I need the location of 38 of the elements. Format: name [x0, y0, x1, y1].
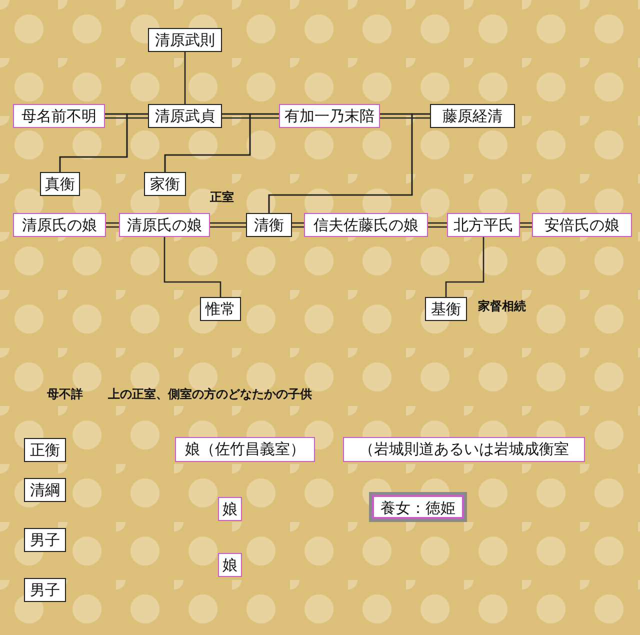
name-box: 基衡 [425, 297, 467, 321]
name-box: 家衡 [144, 172, 186, 196]
name-box: 有加一乃末陪 [279, 104, 380, 128]
note-text: 上の正室、側室の方のどなたかの子供 [108, 386, 312, 403]
note-text: 母不詳 [47, 386, 83, 403]
name-box: 娘（佐竹昌義室） [175, 437, 315, 462]
name-box: 養女：徳姫 [372, 495, 464, 519]
note-text: 正室 [210, 189, 234, 206]
name-box: 男子 [24, 528, 66, 552]
marriage-line [427, 222, 448, 228]
name-box: 清原氏の娘 [119, 213, 210, 237]
name-box: （岩城則道あるいは岩城成衡室 [343, 437, 585, 462]
descent-line [445, 237, 484, 297]
name-box: 男子 [24, 578, 66, 602]
name-box: 安倍氏の娘 [532, 213, 632, 237]
name-box: 清原武則 [148, 28, 222, 52]
descent-line [59, 113, 148, 172]
marriage-line [291, 222, 305, 228]
name-box: 藤原経清 [430, 104, 515, 128]
descent-line [164, 113, 279, 172]
name-box: 惟常 [200, 297, 241, 321]
marriage-line [519, 222, 533, 228]
name-box: 清衡 [246, 213, 292, 237]
marriage-line [105, 222, 120, 228]
descent-line [164, 237, 222, 297]
name-box: 清綱 [24, 478, 66, 502]
name-box: 北方平氏 [447, 213, 520, 237]
name-box: 母名前不明 [13, 104, 105, 128]
name-box: 清原武貞 [148, 104, 222, 128]
name-box: 清原氏の娘 [13, 213, 106, 237]
marriage-line [209, 222, 247, 228]
name-box: 真衡 [40, 172, 80, 196]
descent-line [184, 52, 186, 104]
name-box: 娘 [218, 497, 242, 521]
name-box: 正衡 [24, 438, 66, 462]
name-box: 娘 [218, 553, 242, 577]
note-text: 家督相続 [478, 298, 526, 315]
name-box: 信夫佐藤氏の娘 [304, 213, 428, 237]
